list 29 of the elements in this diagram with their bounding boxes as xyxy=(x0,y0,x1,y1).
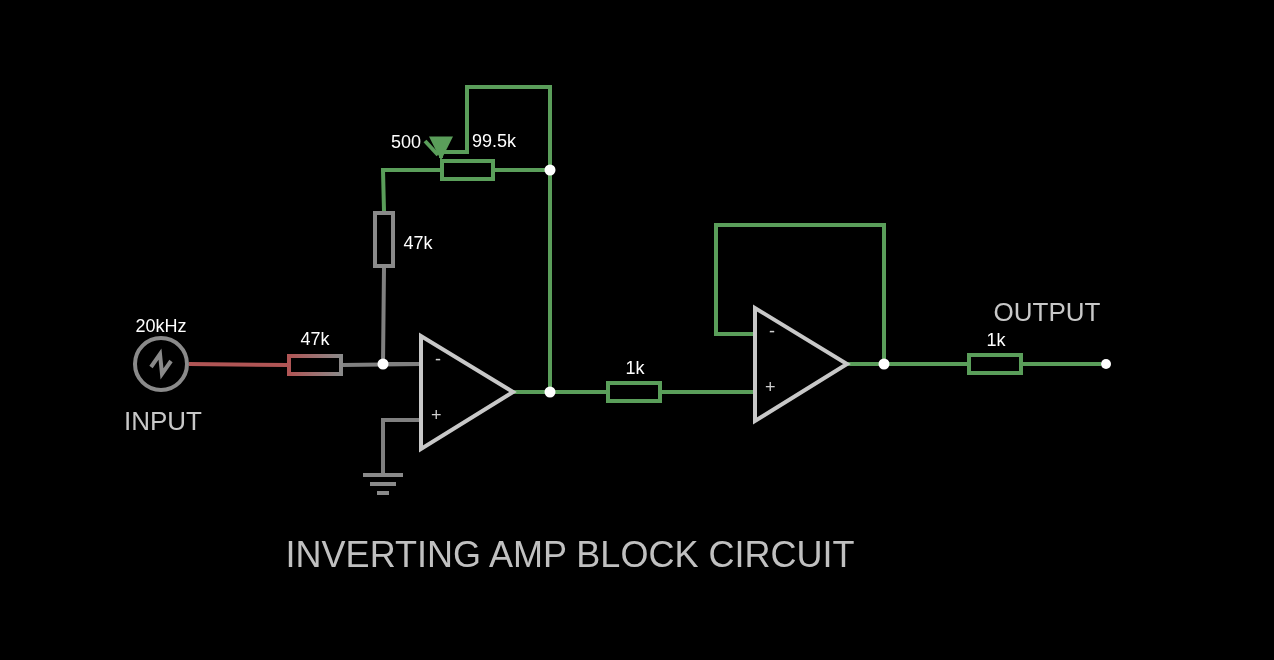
diagram-caption: INVERTING AMP BLOCK CIRCUIT xyxy=(285,537,855,573)
op-amp-symbol xyxy=(419,334,515,452)
component-value: 99.5k xyxy=(472,132,516,150)
component-value: 47k xyxy=(300,330,330,348)
wire xyxy=(188,362,288,367)
wire xyxy=(662,390,755,394)
ground-symbol xyxy=(361,473,405,497)
terminal-label: OUTPUT xyxy=(993,299,1101,325)
wire xyxy=(380,168,440,212)
resistor-symbol xyxy=(373,211,395,268)
resistor-symbol xyxy=(967,353,1023,375)
terminal-label: INPUT xyxy=(124,408,202,434)
component-value: 500 xyxy=(391,133,421,151)
resistor-symbol xyxy=(606,381,662,403)
component-value: 1k xyxy=(625,359,645,377)
wire xyxy=(1023,362,1101,366)
pin-sign: - xyxy=(769,322,775,340)
pin-sign: + xyxy=(431,406,442,424)
component-value: 1k xyxy=(986,331,1006,349)
output-terminal xyxy=(1101,359,1111,369)
pin-sign: - xyxy=(435,350,441,368)
ac-source-symbol xyxy=(133,336,189,392)
component-value: 47k xyxy=(403,234,433,252)
source-frequency: 20kHz xyxy=(135,317,187,335)
wire xyxy=(380,267,421,366)
pin-sign: + xyxy=(765,378,776,396)
op-amp-symbol xyxy=(753,306,849,424)
wire xyxy=(381,418,421,473)
resistor-symbol xyxy=(287,354,343,376)
